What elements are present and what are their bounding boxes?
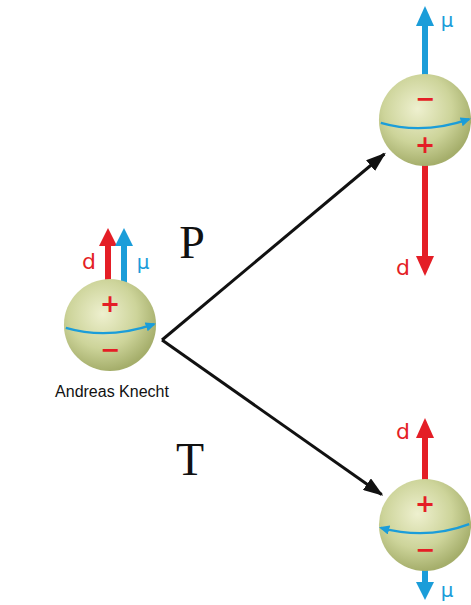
charge-sign: + [415, 133, 435, 157]
spin-arrow [381, 524, 469, 533]
dipole-arrow [416, 418, 434, 482]
magnetic-moment-label: μ [441, 580, 454, 600]
dipole-arrow [99, 228, 117, 284]
magnetic-moment-label: μ [137, 252, 150, 272]
dipole-arrow [416, 164, 434, 276]
dipole-label: d [396, 257, 410, 279]
charge-sign: − [415, 87, 435, 111]
transformation-arrow [162, 340, 382, 495]
charge-sign: + [415, 492, 435, 516]
charge-sign: − [100, 338, 120, 362]
particle-sphere: +− [63, 278, 157, 372]
magnetic-moment-arrow [416, 570, 434, 600]
particle-sphere: +− [378, 478, 471, 572]
dipole-label: d [82, 251, 96, 273]
credit-text: Andreas Knecht [55, 384, 169, 400]
particle-sphere: −+ [378, 73, 471, 167]
magnetic-moment-arrow [416, 6, 434, 76]
spin-arrow [381, 119, 469, 128]
magnetic-moment-label: μ [441, 10, 454, 30]
dipole-label: d [396, 421, 410, 443]
charge-sign: + [100, 292, 120, 316]
charge-sign: − [415, 538, 435, 562]
operation-label: P [179, 220, 205, 266]
operation-label: T [176, 437, 204, 483]
spin-arrow [66, 324, 154, 333]
transformation-arrow [162, 154, 384, 340]
magnetic-moment-arrow [115, 228, 133, 284]
